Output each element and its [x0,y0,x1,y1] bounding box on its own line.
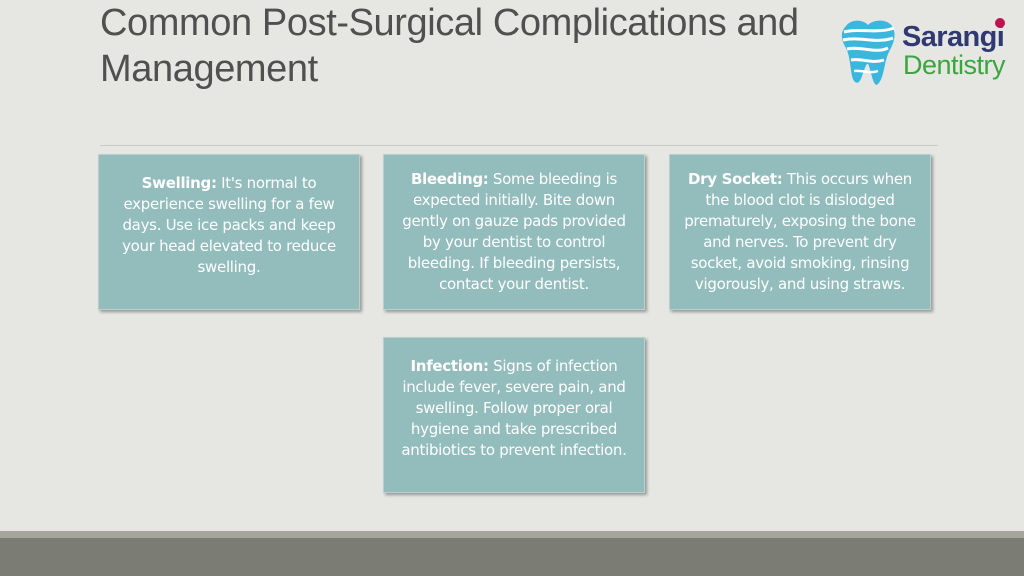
footer-band [0,531,1024,538]
slide-title-line-2: Management [100,48,318,90]
card-body: Signs of infection include fever, severe… [401,356,627,459]
card-bleeding: Bleeding: Some bleeding is expected init… [383,154,645,310]
slide-title: Common Post-Surgical Complications and M… [100,0,860,92]
card-dry-socket: Dry Socket: This occurs when the blood c… [669,154,931,310]
card-text: Infection: Signs of infection include fe… [392,356,636,461]
card-body: This occurs when the blood clot is dislo… [684,170,916,293]
card-heading: Dry Socket: [688,170,783,188]
card-text: Swelling: It's normal to experience swel… [107,173,351,278]
title-divider [100,145,938,146]
card-body: Some bleeding is expected initially. Bit… [402,170,626,293]
card-heading: Bleeding: [410,170,489,188]
card-text: Bleeding: Some bleeding is expected init… [392,169,636,309]
tooth-icon [841,20,895,85]
logo-name-line-1: Sarangi [902,21,1005,53]
logo-accent-dot [995,18,1005,28]
card-body: It's normal to experience swelling for a… [122,173,336,276]
card-infection: Infection: Signs of infection include fe… [383,337,645,493]
footer-bar [0,538,1024,576]
card-text: Dry Socket: This occurs when the blood c… [678,169,922,309]
logo-name-line-2: Dentistry [903,50,1006,80]
sarangi-dentistry-logo: Sarangi Dentistry [838,14,1013,88]
card-swelling: Swelling: It's normal to experience swel… [98,154,360,310]
card-heading: Infection: [410,356,489,375]
card-heading: Swelling: [141,173,217,192]
slide-title-line-1: Common Post-Surgical Complications and [100,2,799,44]
